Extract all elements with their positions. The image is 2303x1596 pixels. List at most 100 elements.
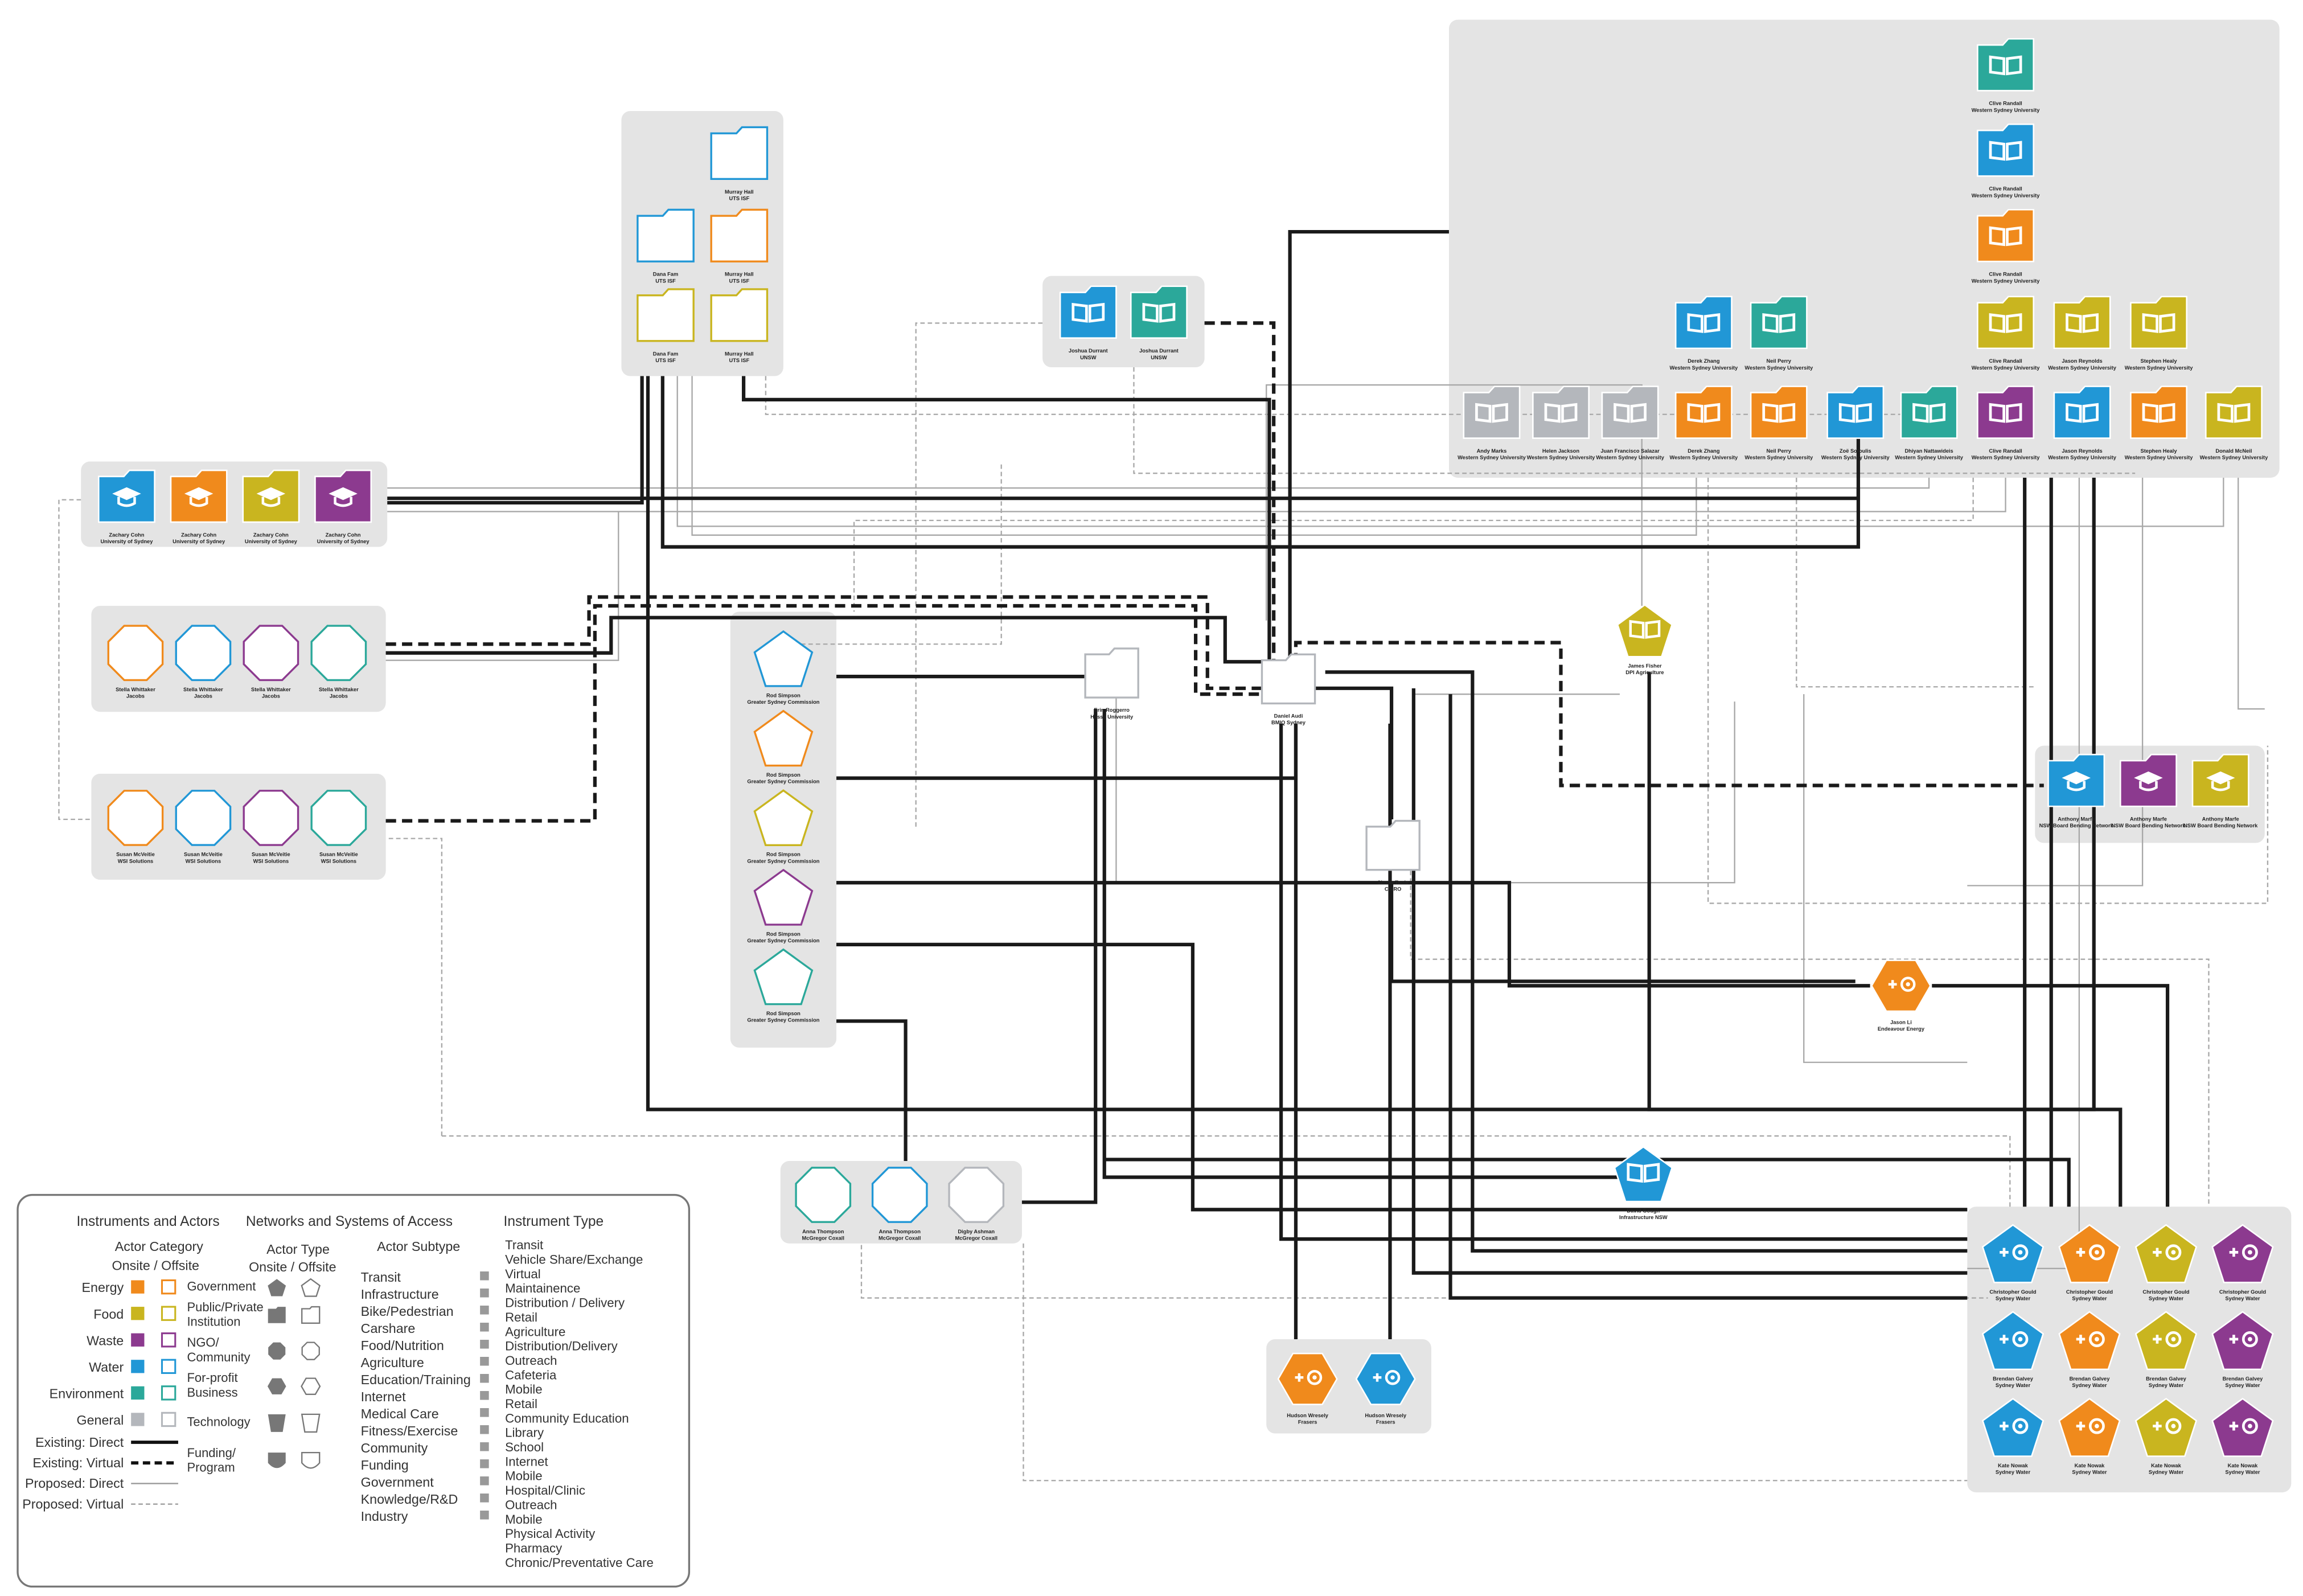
legend-actor-type-shape-onsite [268,1307,286,1323]
legend-line-label: Existing: Virtual [32,1455,124,1470]
link-14 [387,477,2006,512]
legend-subtype-icon [480,1425,489,1434]
link-45 [1325,670,1968,1253]
legend-subtype-label: Carshare [361,1321,416,1336]
actor-org: Greater Sydney Commission [747,779,819,785]
link-47 [1932,984,2170,1207]
actor-name: Jason Reynolds [2062,448,2102,454]
actor-org: NSW Board Bending Network [2111,823,2186,828]
legend-subtype-label: Knowledge/R&D [361,1492,458,1507]
link-55 [1104,1158,2071,1207]
legend-category-label: Waste [87,1333,124,1348]
legend-subtype-icon [480,1442,489,1451]
legend-subtype-label: Medical Care [361,1406,439,1421]
legend-actor-type-label: Institution [187,1315,240,1329]
link-17 [2238,477,2265,710]
legend-actor-type-shape-offsite [301,1377,321,1396]
actor-org: Western Sydney University [1670,365,1739,371]
actor-org: UTS ISF [655,358,676,363]
legend-subtype-label: Government [361,1475,434,1490]
legend-category-swatch-offsite [161,1306,176,1321]
actor-shape [1977,123,2034,177]
link-22 [1266,384,1643,621]
legend-line-label: Proposed: Direct [25,1476,124,1491]
actor-name: Brendan Galvey [1993,1376,2034,1381]
legend-subtype-label: Infrastructure [361,1287,439,1302]
legend-actor-type-label: Community [187,1350,250,1364]
legend-subtype-icon [480,1323,489,1332]
actor-org: Greater Sydney Commission [747,1017,819,1023]
